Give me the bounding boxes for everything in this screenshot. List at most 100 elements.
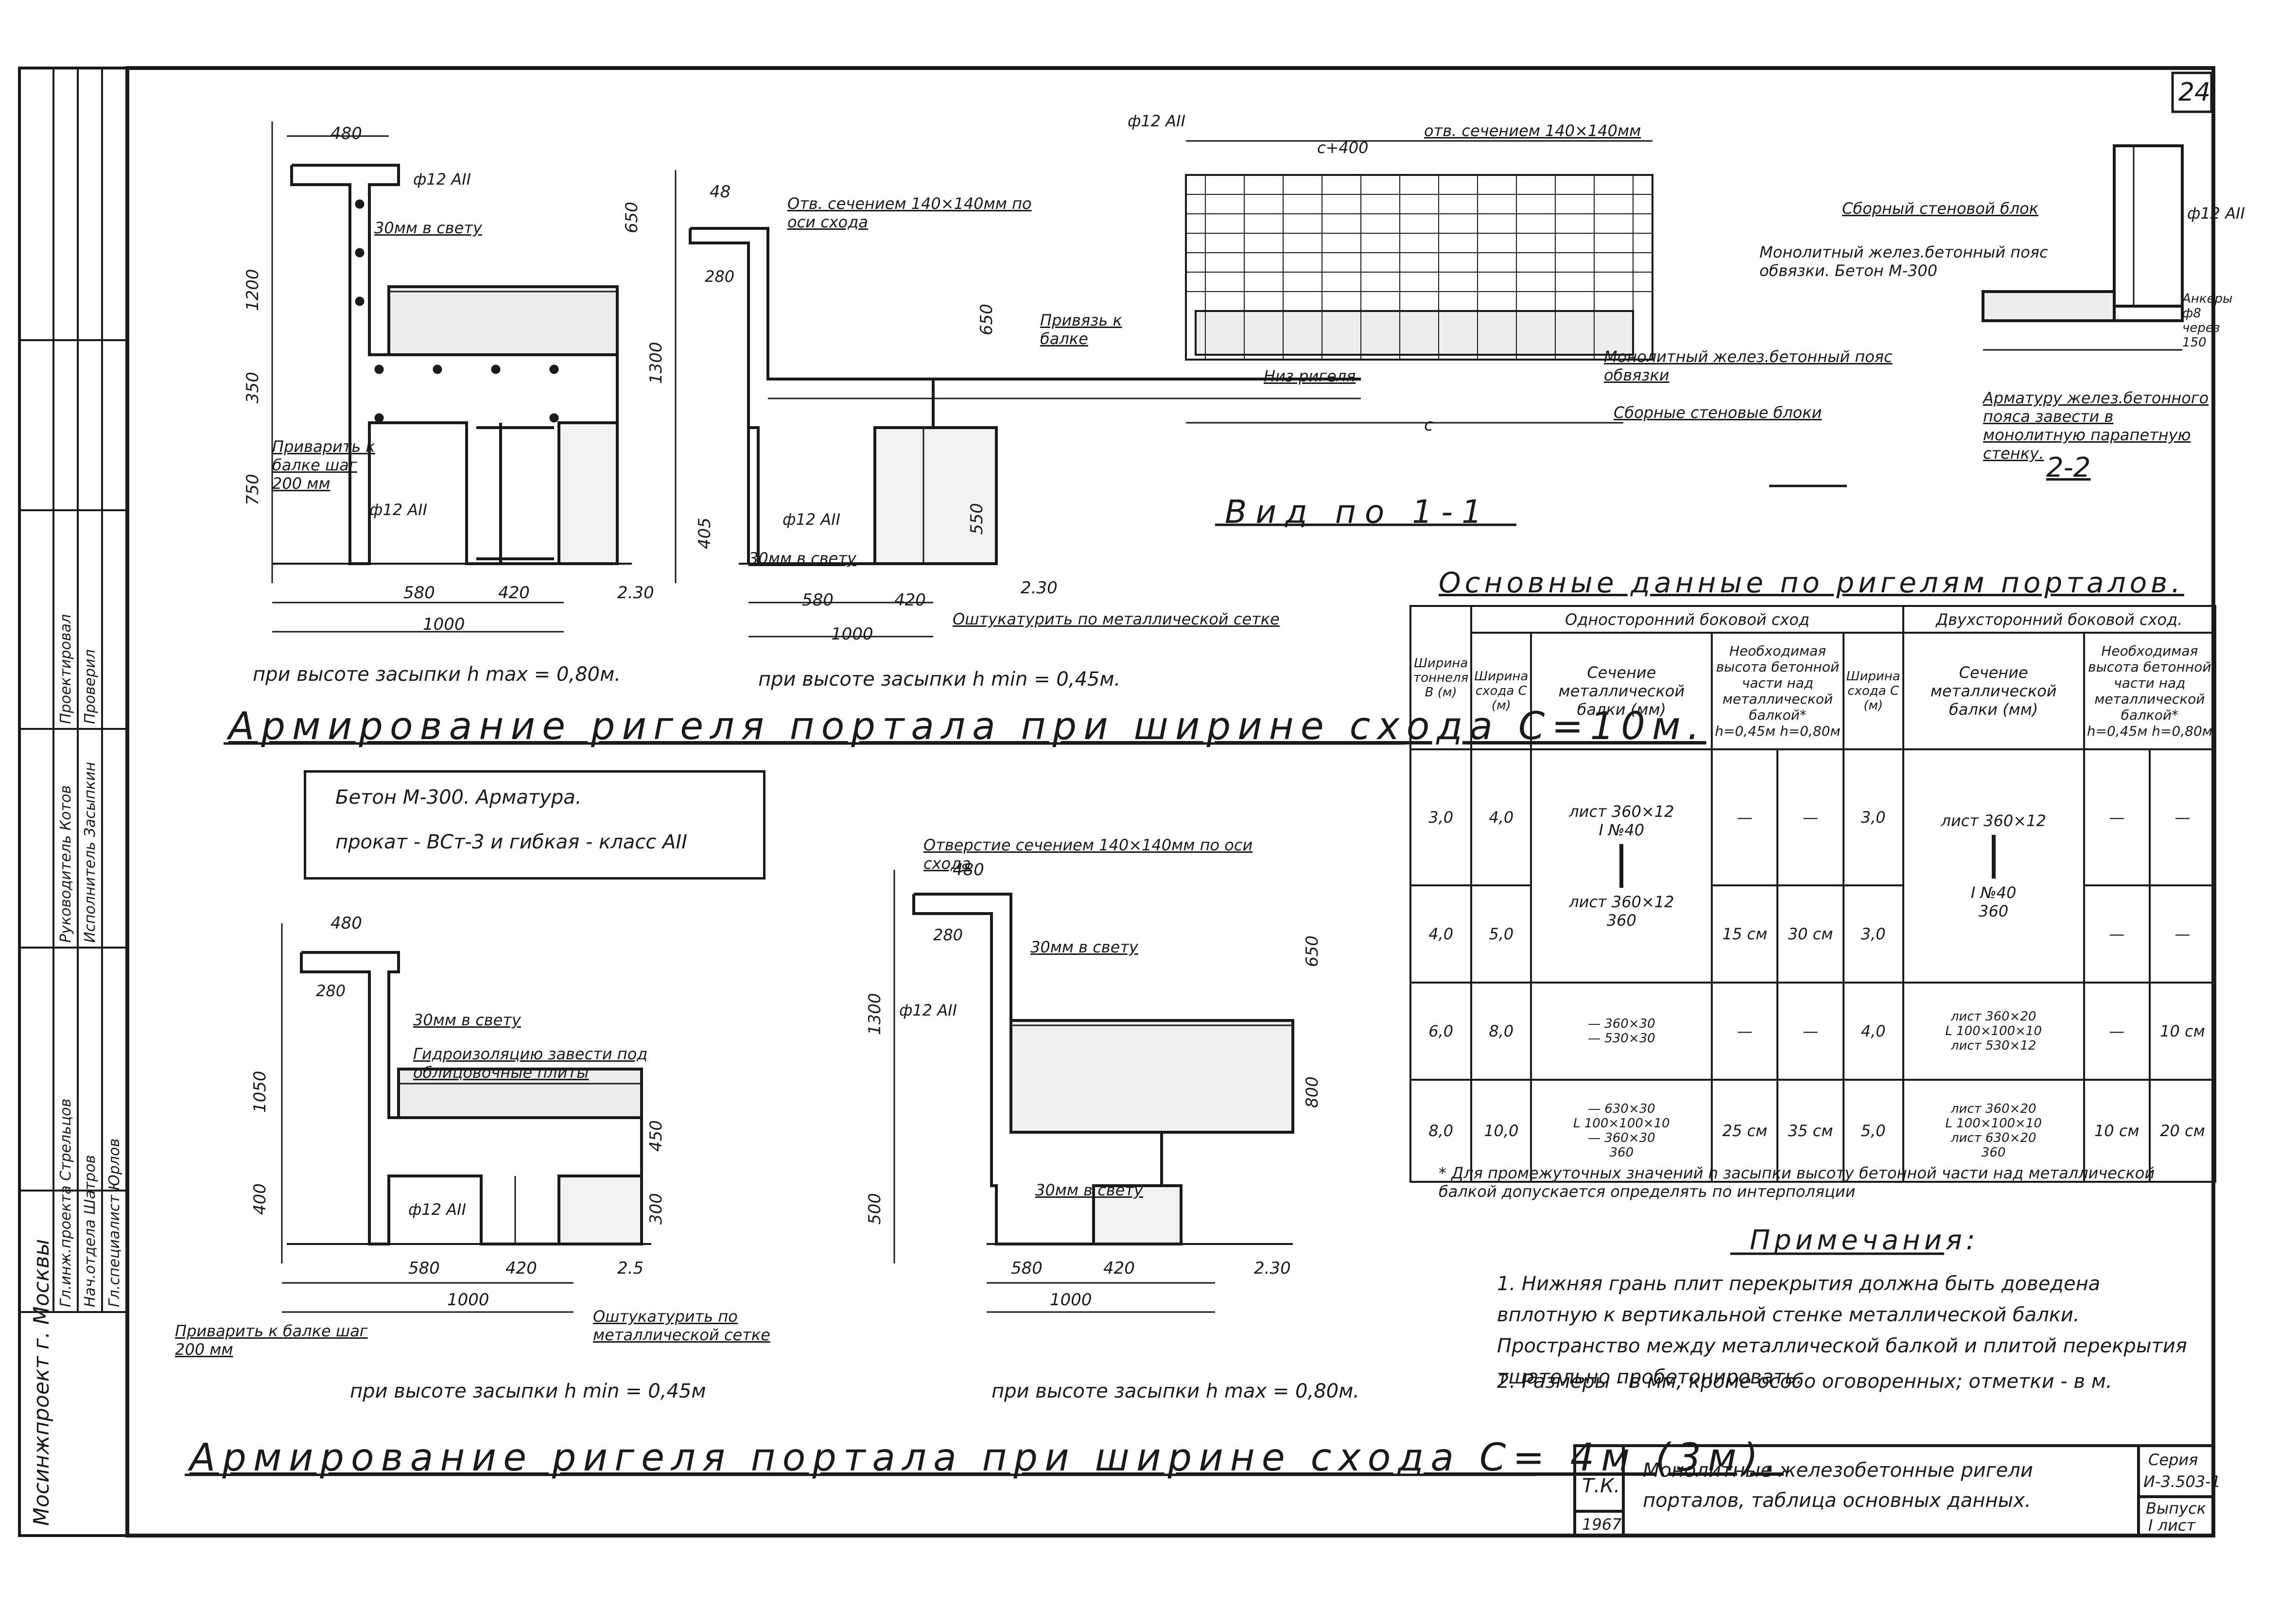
left-stamp-person: Засыпкин <box>82 761 99 837</box>
sec-s4c: — 360×30 <box>1587 1131 1655 1145</box>
dim-650-bm: 650 <box>1303 935 1322 967</box>
dim-580-bl: 580 <box>408 1259 440 1278</box>
th-h080-2: h=0,80м <box>2152 723 2212 739</box>
materials-line-1: Бетон М-300. Арматура. <box>335 786 582 809</box>
sec-d1b: I №40 <box>1970 883 2017 902</box>
dim-230-tl: 2.30 <box>617 583 654 603</box>
rebar-label-tl2: ф12 АII <box>369 501 428 519</box>
cell-section-5: — 630×30 L 100×100×10 — 360×30 360 <box>1530 1079 1713 1183</box>
dim-580-bm: 580 <box>1011 1259 1043 1278</box>
caption-bot-left: при высоте засыпки h min = 0,45м <box>350 1380 706 1402</box>
caption-top-left: при высоте засыпки h max = 0,80м. <box>253 663 621 686</box>
th-span-1: Ширина схода С (м) <box>1470 632 1532 750</box>
th-group-two: Двухсторонний боковой сход. <box>1902 605 2217 634</box>
dim-480-bm: 480 <box>953 860 984 880</box>
left-stamp-row-1: Гл.инж.проекта Стрельцов <box>57 1099 74 1307</box>
rebar-label-bl: ф12 АII <box>408 1200 467 1219</box>
left-stamp-person: Котов <box>57 785 74 831</box>
left-stamp-row-2: Нач.отдела Шатров <box>82 1155 99 1307</box>
plaster-label-bottom: Оштукатурить по металлической сетке <box>593 1307 770 1344</box>
cell-h1: — <box>1711 748 1779 886</box>
sec-s4a: — 630×30 <box>1587 1102 1655 1116</box>
dim-25-bl: 2.5 <box>617 1259 644 1278</box>
stamp-series: И-3.503-1 <box>2143 1472 2221 1491</box>
view-bottom-label: Низ ригеля <box>1264 367 1356 385</box>
th-section-2: Сечение металлической балки (мм) <box>1902 632 2085 750</box>
cell-h3: — <box>2083 982 2151 1081</box>
hole-label-top: Отв. сечением 140×140мм по оси схода <box>787 194 1032 231</box>
cell-h3: 10 см <box>2083 1079 2151 1183</box>
cell-h2: — <box>1776 982 1844 1081</box>
left-stamp-role: Руководитель <box>57 835 74 943</box>
cell-h2: 30 см <box>1776 884 1844 984</box>
th-h080-1: h=0,80м <box>1779 723 1841 739</box>
title-narrow: Армирование ригеля портала при ширине сх… <box>190 1436 1784 1480</box>
gap-label-bm: 30мм в свету <box>1030 938 1138 956</box>
dim-350-tl: 350 <box>243 372 262 403</box>
cell-h2: 35 см <box>1776 1079 1844 1183</box>
th-height-2-text: Необходимая высота бетонной части над ме… <box>2088 643 2211 723</box>
th-section-1: Сечение металлической балки (мм) <box>1530 632 1713 750</box>
sec-w360-1: 360 <box>1606 911 1636 930</box>
view-blocks-label: Сборные стеновые блоки <box>1614 403 1822 422</box>
sec-d3b: L 100×100×10 <box>1945 1116 2042 1131</box>
dim-230-tm: 2.30 <box>1021 578 1058 598</box>
dim-300-bl: 300 <box>646 1193 666 1225</box>
materials-line-2: прокат - ВСт-3 и гибкая - класс АII <box>335 831 688 853</box>
gap-label-bm2: 30мм в свету <box>1035 1181 1143 1199</box>
sec-s1b: I №40 <box>1599 821 1645 839</box>
dim-480-bl: 480 <box>330 914 362 933</box>
left-stamp-role-1: Проектировал <box>57 614 74 724</box>
th-width: Ширина тоннеля В (м) <box>1409 605 1473 750</box>
sec-d2c: лист 530×12 <box>1950 1038 2036 1053</box>
th-h045-1: h=0,45м <box>1715 723 1776 739</box>
dim-48-tm: 48 <box>710 182 731 202</box>
rebar-label-bm: ф12 АII <box>899 1001 957 1019</box>
left-stamp-row-5: Исполнитель Засыпкин <box>82 762 99 943</box>
table-row: 8,0 10,0 — 630×30 L 100×100×10 — 360×30 … <box>1409 1079 2217 1183</box>
dim-420-tl: 420 <box>498 583 530 603</box>
table-row: 6,0 8,0 — 360×30 — 530×30 — — 4,0 лист 3… <box>1409 982 2217 1081</box>
sec-d2: лист 360×20 <box>1950 1009 2036 1024</box>
th-group-one: Односторонний боковой сход <box>1470 605 1904 634</box>
dim-1000-tm: 1000 <box>831 624 873 644</box>
view-c-dim: с+400 <box>1317 138 1369 157</box>
rebar-label-s22: ф12 АII <box>2187 204 2245 223</box>
cell-h3: — <box>2083 884 2151 984</box>
hole-label-bottom: Отверстие сечением 140×140мм по оси сход… <box>923 836 1253 873</box>
cell-h2: — <box>1776 748 1844 886</box>
s22-anchor-label: Анкеры ф8 через 150 <box>2182 292 2233 350</box>
dim-280-bl: 280 <box>316 982 346 1000</box>
sec-s2: лист 360×12 <box>1569 893 1674 911</box>
dim-420-bl: 420 <box>505 1259 537 1278</box>
cell-c1: 8,0 <box>1470 982 1532 1081</box>
cell-section-4: лист 360×20 L 100×100×10 лист 530×12 <box>1902 982 2085 1081</box>
left-stamp-row-3: Гл.специалист Юрлов <box>106 1139 123 1307</box>
s22-note-label: Арматуру желез.бетонного пояса завести в… <box>1983 389 2209 463</box>
gap-label-tm: 30мм в свету <box>748 549 856 568</box>
left-stamp-role: Гл.специалист <box>106 1195 123 1307</box>
materials-box: Бетон М-300. Арматура. прокат - ВСт-3 и … <box>304 770 765 880</box>
dim-1300-tm: 1300 <box>646 342 666 384</box>
cell-c2: 3,0 <box>1842 748 1904 886</box>
th-span-2: Ширина схода С (м) <box>1842 632 1904 750</box>
sec-s1: лист 360×12 <box>1569 802 1674 821</box>
dim-800-bm: 800 <box>1303 1076 1322 1108</box>
cell-h1: 25 см <box>1711 1079 1779 1183</box>
rebar-weld-label: Привязь к балке <box>1040 311 1122 348</box>
left-stamp-role: Нач.отдела <box>82 1219 99 1307</box>
weld-label-bl: Приварить к балке шаг 200 мм <box>175 1322 368 1359</box>
dim-480-tl: 480 <box>330 124 362 143</box>
sheet-number: 24 <box>2178 78 2211 107</box>
dim-1050-bl: 1050 <box>250 1071 270 1113</box>
cell-h4: — <box>2148 884 2217 984</box>
dim-280-tm: 280 <box>705 267 735 286</box>
left-stamp-role-2: Проверил <box>82 649 99 724</box>
section-title: 2-2 <box>2046 452 2091 484</box>
dim-1200-tl: 1200 <box>243 269 262 311</box>
cell-h3: — <box>2083 748 2151 886</box>
left-stamp-person: Юрлов <box>106 1138 123 1191</box>
note-2: 2. Размеры - в мм, кроме особо оговоренн… <box>1497 1370 2112 1393</box>
